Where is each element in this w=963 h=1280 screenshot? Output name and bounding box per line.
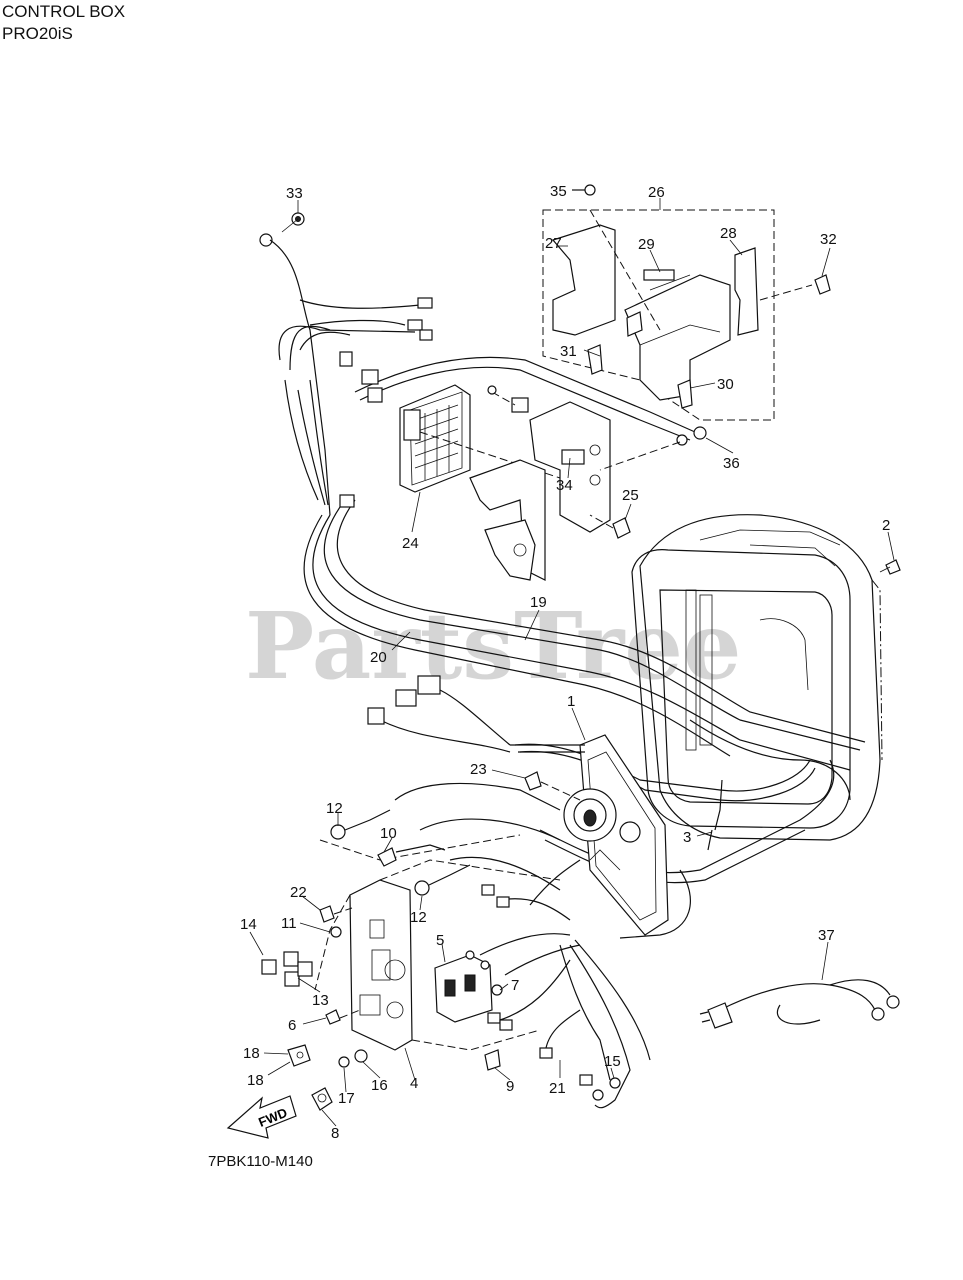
nut-7 — [491, 984, 503, 996]
screw-2 — [879, 559, 901, 575]
callout-2: 2 — [882, 517, 890, 534]
main-wire-bundle — [259, 233, 433, 516]
callout-18a: 18 — [243, 1045, 260, 1062]
bolt-36 — [599, 426, 707, 471]
callout-26: 26 — [648, 184, 665, 201]
connector-21 — [539, 1009, 593, 1086]
callout-33: 33 — [286, 185, 303, 202]
bolt-33 — [281, 212, 305, 233]
watermark: PartsTree — [245, 592, 741, 700]
bolt-15 — [609, 1077, 621, 1089]
callout-22: 22 — [290, 884, 307, 901]
callout-24: 24 — [402, 535, 419, 552]
callout-11: 11 — [281, 915, 297, 932]
callout-36: 36 — [723, 455, 740, 472]
bolt-32 — [814, 274, 831, 295]
callout-12b: 12 — [410, 909, 427, 926]
leader-lines — [249, 198, 895, 1127]
callout-9: 9 — [506, 1078, 514, 1095]
bolt-25 — [589, 514, 631, 539]
callout-30: 30 — [717, 376, 734, 393]
breaker-8 — [311, 1087, 333, 1111]
bolt-23 — [524, 771, 581, 801]
callout-1: 1 — [567, 693, 575, 710]
callout-18b: 18 — [247, 1072, 264, 1089]
callout-34: 34 — [556, 477, 573, 494]
callout-32: 32 — [820, 231, 837, 248]
bracket-assembly-26 — [542, 209, 813, 421]
diagram-title: CONTROL BOX — [2, 2, 126, 21]
callout-labels: 1 2 3 4 5 6 7 8 9 10 11 12 12 13 14 15 1… — [240, 183, 890, 1142]
figure-code: 7PBK110-M140 — [208, 1153, 313, 1170]
socket-12b — [414, 864, 471, 896]
callout-28: 28 — [720, 225, 737, 242]
fwd-arrow: FWD — [226, 1095, 297, 1139]
panel-wires — [367, 675, 651, 1109]
cover-housing — [631, 514, 883, 841]
terminal-18 — [287, 1044, 311, 1067]
callout-20: 20 — [370, 649, 387, 666]
callout-27: 27 — [545, 235, 562, 252]
callout-3: 3 — [683, 829, 691, 846]
callout-21: 21 — [549, 1080, 566, 1097]
cable-tie-3 — [707, 779, 723, 851]
callout-4: 4 — [410, 1075, 418, 1092]
nut-11 — [330, 926, 342, 938]
cover-13-14 — [261, 951, 313, 987]
callout-17: 17 — [338, 1090, 355, 1107]
callout-37: 37 — [818, 927, 835, 944]
parallel-cable-37 — [699, 979, 900, 1029]
callout-13: 13 — [312, 992, 329, 1009]
callout-35: 35 — [550, 183, 567, 200]
callout-31: 31 — [560, 343, 577, 360]
callout-16: 16 — [371, 1077, 388, 1094]
bracket-34 — [469, 385, 611, 581]
model-name: PRO20iS — [2, 24, 73, 43]
callout-29: 29 — [638, 236, 655, 253]
callout-25: 25 — [622, 487, 639, 504]
callout-12a: 12 — [326, 800, 343, 817]
screw-6 — [325, 1009, 361, 1025]
callout-19: 19 — [530, 594, 547, 611]
callout-23: 23 — [470, 761, 487, 778]
callout-15: 15 — [604, 1053, 621, 1070]
callout-8: 8 — [331, 1125, 339, 1142]
callout-10: 10 — [380, 825, 397, 842]
screw-35 — [572, 184, 596, 196]
lamp-10 — [377, 844, 446, 867]
front-panel-4 — [314, 834, 561, 1051]
callout-5: 5 — [436, 932, 444, 949]
callout-7: 7 — [511, 977, 519, 994]
wire-harness-19-20 — [303, 356, 866, 939]
switch-9 — [484, 1049, 501, 1071]
screw-22 — [319, 905, 353, 923]
control-panel-1 — [563, 734, 669, 936]
callout-14: 14 — [240, 916, 257, 933]
washer-16-17 — [338, 1049, 368, 1068]
callout-6: 6 — [288, 1017, 296, 1034]
